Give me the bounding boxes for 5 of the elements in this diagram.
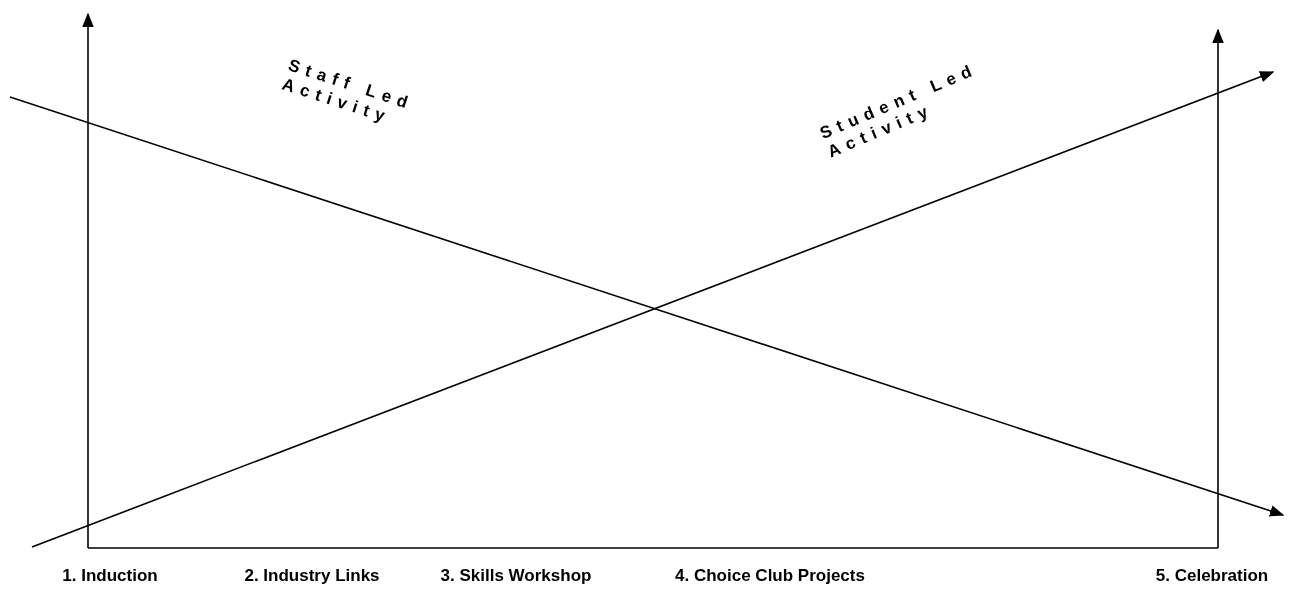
stage-label: 3. Skills Workshop <box>440 566 592 586</box>
stage-label: 5. Celebration <box>1155 566 1269 586</box>
stage-label: 1. Induction <box>62 566 158 586</box>
stage-label: 2. Industry Links <box>244 566 380 586</box>
stage-label: 4. Choice Club Projects <box>675 566 865 586</box>
